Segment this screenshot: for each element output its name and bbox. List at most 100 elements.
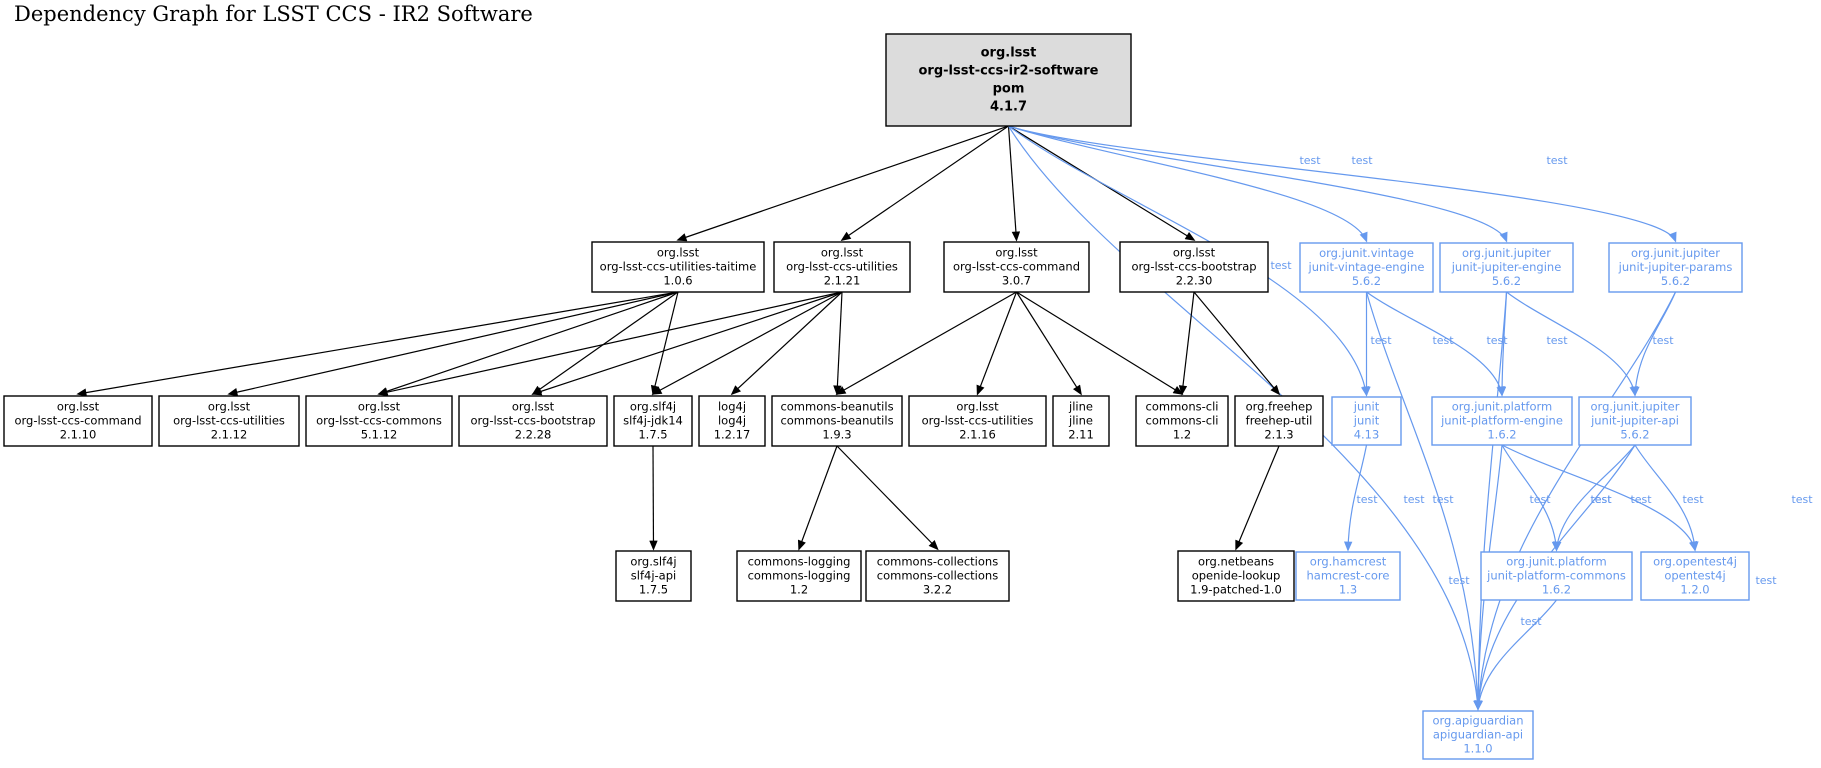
edge-scope-label: test (1448, 574, 1470, 587)
node-box[interactable] (885, 33, 1132, 127)
node-box[interactable] (1299, 242, 1434, 293)
node-label-line: org.junit.jupiter (1631, 246, 1720, 260)
node-box[interactable] (943, 241, 1090, 293)
node-label-line: org.junit.jupiter (1462, 246, 1551, 260)
node-box[interactable] (1119, 241, 1269, 293)
graph-node[interactable]: org.junit.platformjunit-platform-commons… (1480, 551, 1633, 601)
node-box[interactable] (1331, 396, 1402, 446)
edge-scope-label: test (1590, 493, 1612, 506)
graph-edge (1506, 291, 1638, 397)
node-box[interactable] (615, 550, 692, 602)
node-box[interactable] (1234, 395, 1324, 447)
node-box[interactable] (771, 395, 903, 447)
node-label-line: 5.1.12 (361, 428, 398, 442)
node-label-line: commons-beanutils (780, 400, 893, 414)
node-label-line: jline (1068, 414, 1093, 428)
node-box[interactable] (736, 550, 862, 602)
node-label-line: org.lsst (358, 400, 401, 414)
graph-edge (833, 291, 843, 396)
graph-node[interactable]: org.junit.jupiterjunit-jupiter-params5.6… (1608, 242, 1743, 293)
node-box[interactable] (773, 241, 911, 293)
node-label-line: 1.6.2 (1487, 428, 1516, 442)
graph-edge (76, 291, 679, 397)
node-box[interactable] (1640, 551, 1750, 601)
edge-scope-label: test (1356, 493, 1378, 506)
node-label-line: org.lsst (512, 400, 555, 414)
node-label-line: 2.1.10 (60, 428, 97, 442)
node-box[interactable] (865, 550, 1010, 602)
node-box[interactable] (158, 395, 300, 447)
graph-node[interactable]: org.netbeansopenide-lookup1.9-patched-1.… (1177, 550, 1295, 602)
node-box[interactable] (591, 241, 765, 293)
node-box[interactable] (1431, 396, 1573, 446)
graph-node[interactable]: org.junit.jupiterjunit-jupiter-engine5.6… (1439, 242, 1574, 293)
graph-edge (1501, 444, 1698, 552)
graph-edge (650, 291, 679, 396)
node-box[interactable] (1135, 395, 1229, 447)
node-label-line: 2.2.30 (1176, 274, 1213, 288)
node-box[interactable] (1578, 396, 1692, 446)
node-box[interactable] (698, 395, 766, 447)
graph-edge (797, 445, 838, 551)
node-box[interactable] (1422, 710, 1534, 760)
graph-edge (1343, 444, 1368, 552)
graph-node[interactable]: org.junit.platformjunit-platform-engine1… (1431, 396, 1573, 446)
edge-scope-label: test (1791, 493, 1813, 506)
node-label-line: junit-platform-engine (1440, 414, 1563, 428)
node-label-line: org.lsst (956, 400, 999, 414)
graph-edge (835, 291, 1017, 395)
graph-edge (676, 125, 1009, 242)
node-box[interactable] (1052, 395, 1110, 447)
node-box[interactable] (908, 395, 1047, 447)
node-label-line: log4j (718, 414, 746, 428)
node-label-line: org-lsst-ccs-bootstrap (470, 414, 595, 428)
node-label-line: log4j (718, 400, 746, 414)
node-label-line: org-lsst-ccs-utilities (173, 414, 285, 428)
node-box[interactable] (1480, 551, 1633, 601)
node-box[interactable] (3, 395, 153, 447)
node-label-line: 5.6.2 (1352, 274, 1381, 288)
node-box[interactable] (613, 395, 693, 447)
edge-scope-label: test (1486, 334, 1508, 347)
graph-node[interactable]: org.lsstorg-lsst-ccs-utilities-taitime1.… (591, 241, 765, 293)
node-box[interactable] (1295, 551, 1401, 601)
graph-node[interactable]: commons-collectionscommons-collections3.… (865, 550, 1010, 602)
node-label-line: 4.13 (1354, 428, 1380, 442)
edge-scope-label: test (1403, 493, 1425, 506)
graph-nodes: org.lsstorg-lsst-ccs-ir2-softwarepom4.1.… (3, 33, 1750, 760)
node-label-line: 1.2.0 (1680, 583, 1709, 597)
graph-node[interactable]: org.lsstorg-lsst-ccs-ir2-softwarepom4.1.… (885, 33, 1132, 127)
node-box[interactable] (1608, 242, 1743, 293)
node-label-line: 2.1.21 (824, 274, 861, 288)
node-box[interactable] (1439, 242, 1574, 293)
graph-node[interactable]: org.junit.vintagejunit-vintage-engine5.6… (1299, 242, 1434, 293)
node-box[interactable] (1177, 550, 1295, 602)
node-label-line: 2.1.12 (211, 428, 248, 442)
edge-scope-label: test (1520, 615, 1542, 628)
node-box[interactable] (305, 395, 453, 447)
node-label-line: org.lsst (208, 400, 251, 414)
node-box[interactable] (458, 395, 608, 447)
node-label-line: commons-collections (877, 555, 998, 569)
